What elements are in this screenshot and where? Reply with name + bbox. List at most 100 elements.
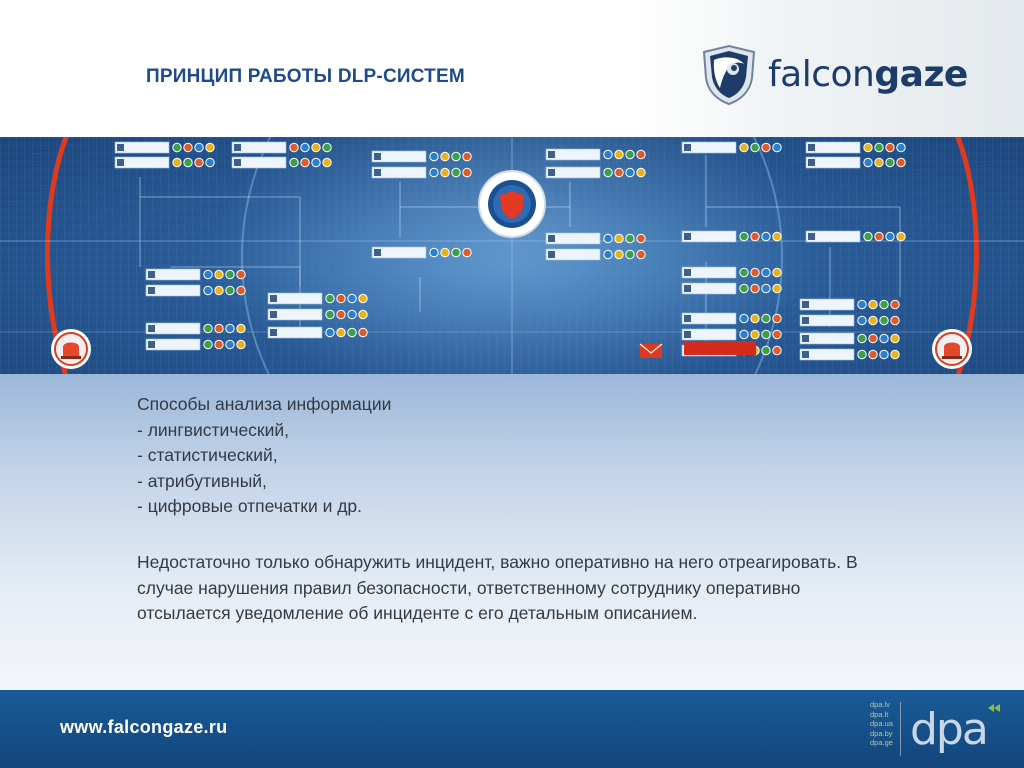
app-status-icon (885, 142, 895, 153)
alarm-siren-icon (51, 329, 91, 369)
app-status-icon (603, 167, 613, 178)
app-status-icon (879, 299, 889, 310)
dpa-domain: dpa.ua (870, 719, 893, 729)
app-status-icon (857, 299, 867, 310)
app-status-icon (236, 269, 246, 280)
app-status-icon (289, 142, 299, 153)
app-status-icon (225, 285, 235, 296)
app-status-icon (739, 267, 749, 278)
app-status-icon (440, 151, 450, 162)
network-node (681, 312, 737, 325)
app-status-icon (603, 149, 613, 160)
network-node (799, 314, 855, 327)
app-status-icon (761, 329, 771, 340)
app-status-icon (874, 157, 884, 168)
method-item: - лингвистический, (137, 419, 290, 440)
app-status-icon (172, 142, 182, 153)
app-status-icon (336, 309, 346, 320)
app-status-icon (300, 142, 310, 153)
user-avatar-icon (684, 331, 691, 338)
network-node (371, 166, 427, 179)
app-status-icon (451, 167, 461, 178)
app-status-icon (750, 231, 760, 242)
app-status-icon (739, 231, 749, 242)
user-avatar-icon (548, 169, 555, 176)
network-node (145, 284, 201, 297)
app-status-icon (225, 323, 235, 334)
user-avatar-icon (684, 315, 691, 322)
network-node (805, 230, 861, 243)
user-avatar-icon (117, 159, 124, 166)
user-avatar-icon (684, 233, 691, 240)
user-avatar-icon (234, 159, 241, 166)
method-item: - цифровые отпечатки и др. (137, 496, 363, 516)
network-node (267, 292, 323, 305)
app-status-icon (183, 157, 193, 168)
alarm-siren-icon (932, 329, 972, 369)
app-status-icon (750, 267, 760, 278)
user-avatar-icon (148, 325, 155, 332)
app-status-icon (440, 167, 450, 178)
app-status-icon (614, 233, 624, 244)
user-avatar-icon (808, 159, 815, 166)
user-avatar-icon (148, 341, 155, 348)
app-status-icon (194, 142, 204, 153)
footer-website-link[interactable]: www.falcongaze.ru (60, 717, 228, 737)
dpa-domain-list: dpa.lv dpa.lt dpa.ua dpa.by dpa.ge (870, 700, 893, 748)
app-status-icon (347, 327, 357, 338)
app-status-icon (772, 267, 782, 278)
app-status-icon (225, 339, 235, 350)
app-status-icon (325, 327, 335, 338)
analysis-methods-list: Способы анализа информации - лингвистиче… (137, 392, 391, 520)
app-status-icon (868, 349, 878, 360)
app-status-icon (603, 233, 613, 244)
user-avatar-icon (808, 233, 815, 240)
user-avatar-icon (802, 317, 809, 324)
app-status-icon (214, 323, 224, 334)
app-status-icon (214, 285, 224, 296)
app-status-icon (863, 142, 873, 153)
dpa-domain: dpa.by (870, 728, 893, 738)
app-status-icon (761, 142, 771, 153)
app-status-icon (772, 345, 782, 356)
app-status-icon (857, 333, 867, 344)
app-status-icon (750, 313, 760, 324)
app-status-icon (300, 157, 310, 168)
app-status-icon (311, 142, 321, 153)
app-status-icon (336, 327, 346, 338)
network-node (371, 150, 427, 163)
app-status-icon (625, 167, 635, 178)
shield-gear-icon (478, 170, 546, 238)
user-avatar-icon (270, 329, 277, 336)
network-node (799, 348, 855, 361)
app-status-icon (772, 142, 782, 153)
logo-wordmark: falcongaze (768, 54, 968, 95)
user-avatar-icon (802, 351, 809, 358)
network-node (545, 166, 601, 179)
dpa-domain: dpa.lt (870, 709, 889, 719)
footer-divider (900, 702, 901, 756)
app-status-icon (636, 233, 646, 244)
logo-text-falcon: falcon (768, 54, 875, 95)
app-status-icon (879, 349, 889, 360)
app-status-icon (750, 142, 760, 153)
app-status-icon (429, 167, 439, 178)
app-status-icon (890, 315, 900, 326)
app-status-icon (214, 269, 224, 280)
app-status-icon (347, 293, 357, 304)
app-status-icon (625, 249, 635, 260)
network-node (145, 322, 201, 335)
app-status-icon (890, 299, 900, 310)
app-status-icon (739, 329, 749, 340)
header-gradient (634, 0, 1024, 137)
app-status-icon (205, 157, 215, 168)
envelope-icon (639, 343, 663, 358)
falcon-shield-icon (702, 44, 756, 106)
app-status-icon (761, 345, 771, 356)
network-node (545, 232, 601, 245)
network-node (114, 156, 170, 169)
app-status-icon (739, 313, 749, 324)
app-status-icon (289, 157, 299, 168)
app-status-icon (890, 333, 900, 344)
app-status-icon (625, 149, 635, 160)
